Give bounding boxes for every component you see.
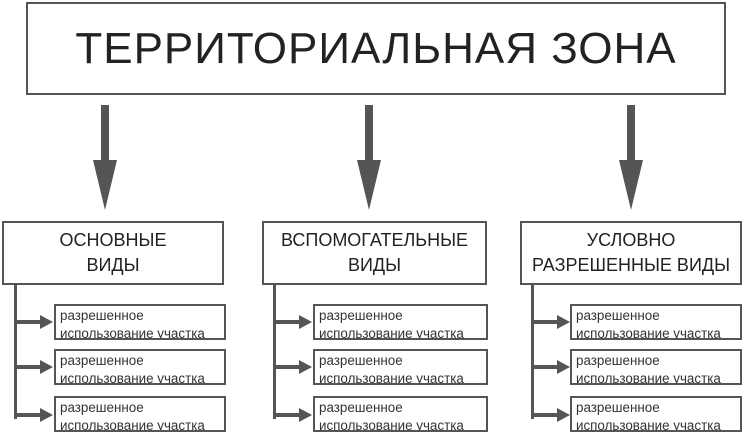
title-arrow-1	[93, 105, 117, 210]
list-item: разрешенное использование участка	[313, 396, 488, 432]
list-item: разрешенное использование участка	[54, 396, 226, 432]
diagram-title: ТЕРРИТОРИАЛЬНАЯ ЗОНА	[75, 23, 677, 73]
item-label: разрешенное использование участка	[576, 308, 721, 340]
title-arrow-3	[619, 105, 643, 210]
title-box: ТЕРРИТОРИАЛЬНАЯ ЗОНА	[26, 2, 726, 95]
category-label-main: ОСНОВНЫЕ ВИДЫ	[59, 230, 167, 275]
item-label: разрешенное использование участка	[576, 400, 721, 432]
category-label-auxiliary: ВСПОМОГАТЕЛЬНЫЕ ВИДЫ	[280, 230, 469, 275]
item-label: разрешенное использование участка	[60, 353, 205, 385]
list-item: разрешенное использование участка	[313, 349, 488, 385]
title-arrow-2	[357, 105, 381, 210]
item-label: разрешенное использование участка	[576, 353, 721, 385]
list-item: разрешенное использование участка	[570, 304, 742, 340]
category-box-main: ОСНОВНЫЕ ВИДЫ	[2, 221, 224, 285]
column-1-connectors	[14, 285, 53, 422]
item-label: разрешенное использование участка	[319, 308, 464, 340]
category-box-conditional: УСЛОВНО РАЗРЕШЕННЫЕ ВИДЫ	[520, 221, 742, 285]
list-item: разрешенное использование участка	[570, 396, 742, 432]
item-label: разрешенное использование участка	[60, 308, 205, 340]
item-label: разрешенное использование участка	[60, 400, 205, 432]
item-label: разрешенное использование участка	[319, 400, 464, 432]
category-label-conditional: УСЛОВНО РАЗРЕШЕННЫЕ ВИДЫ	[532, 230, 730, 275]
column-2-connectors	[273, 285, 312, 422]
list-item: разрешенное использование участка	[313, 304, 488, 340]
column-3-connectors	[531, 285, 570, 422]
list-item: разрешенное использование участка	[570, 349, 742, 385]
category-box-auxiliary: ВСПОМОГАТЕЛЬНЫЕ ВИДЫ	[262, 221, 487, 285]
item-label: разрешенное использование участка	[319, 353, 464, 385]
list-item: разрешенное использование участка	[54, 304, 226, 340]
list-item: разрешенное использование участка	[54, 349, 226, 385]
